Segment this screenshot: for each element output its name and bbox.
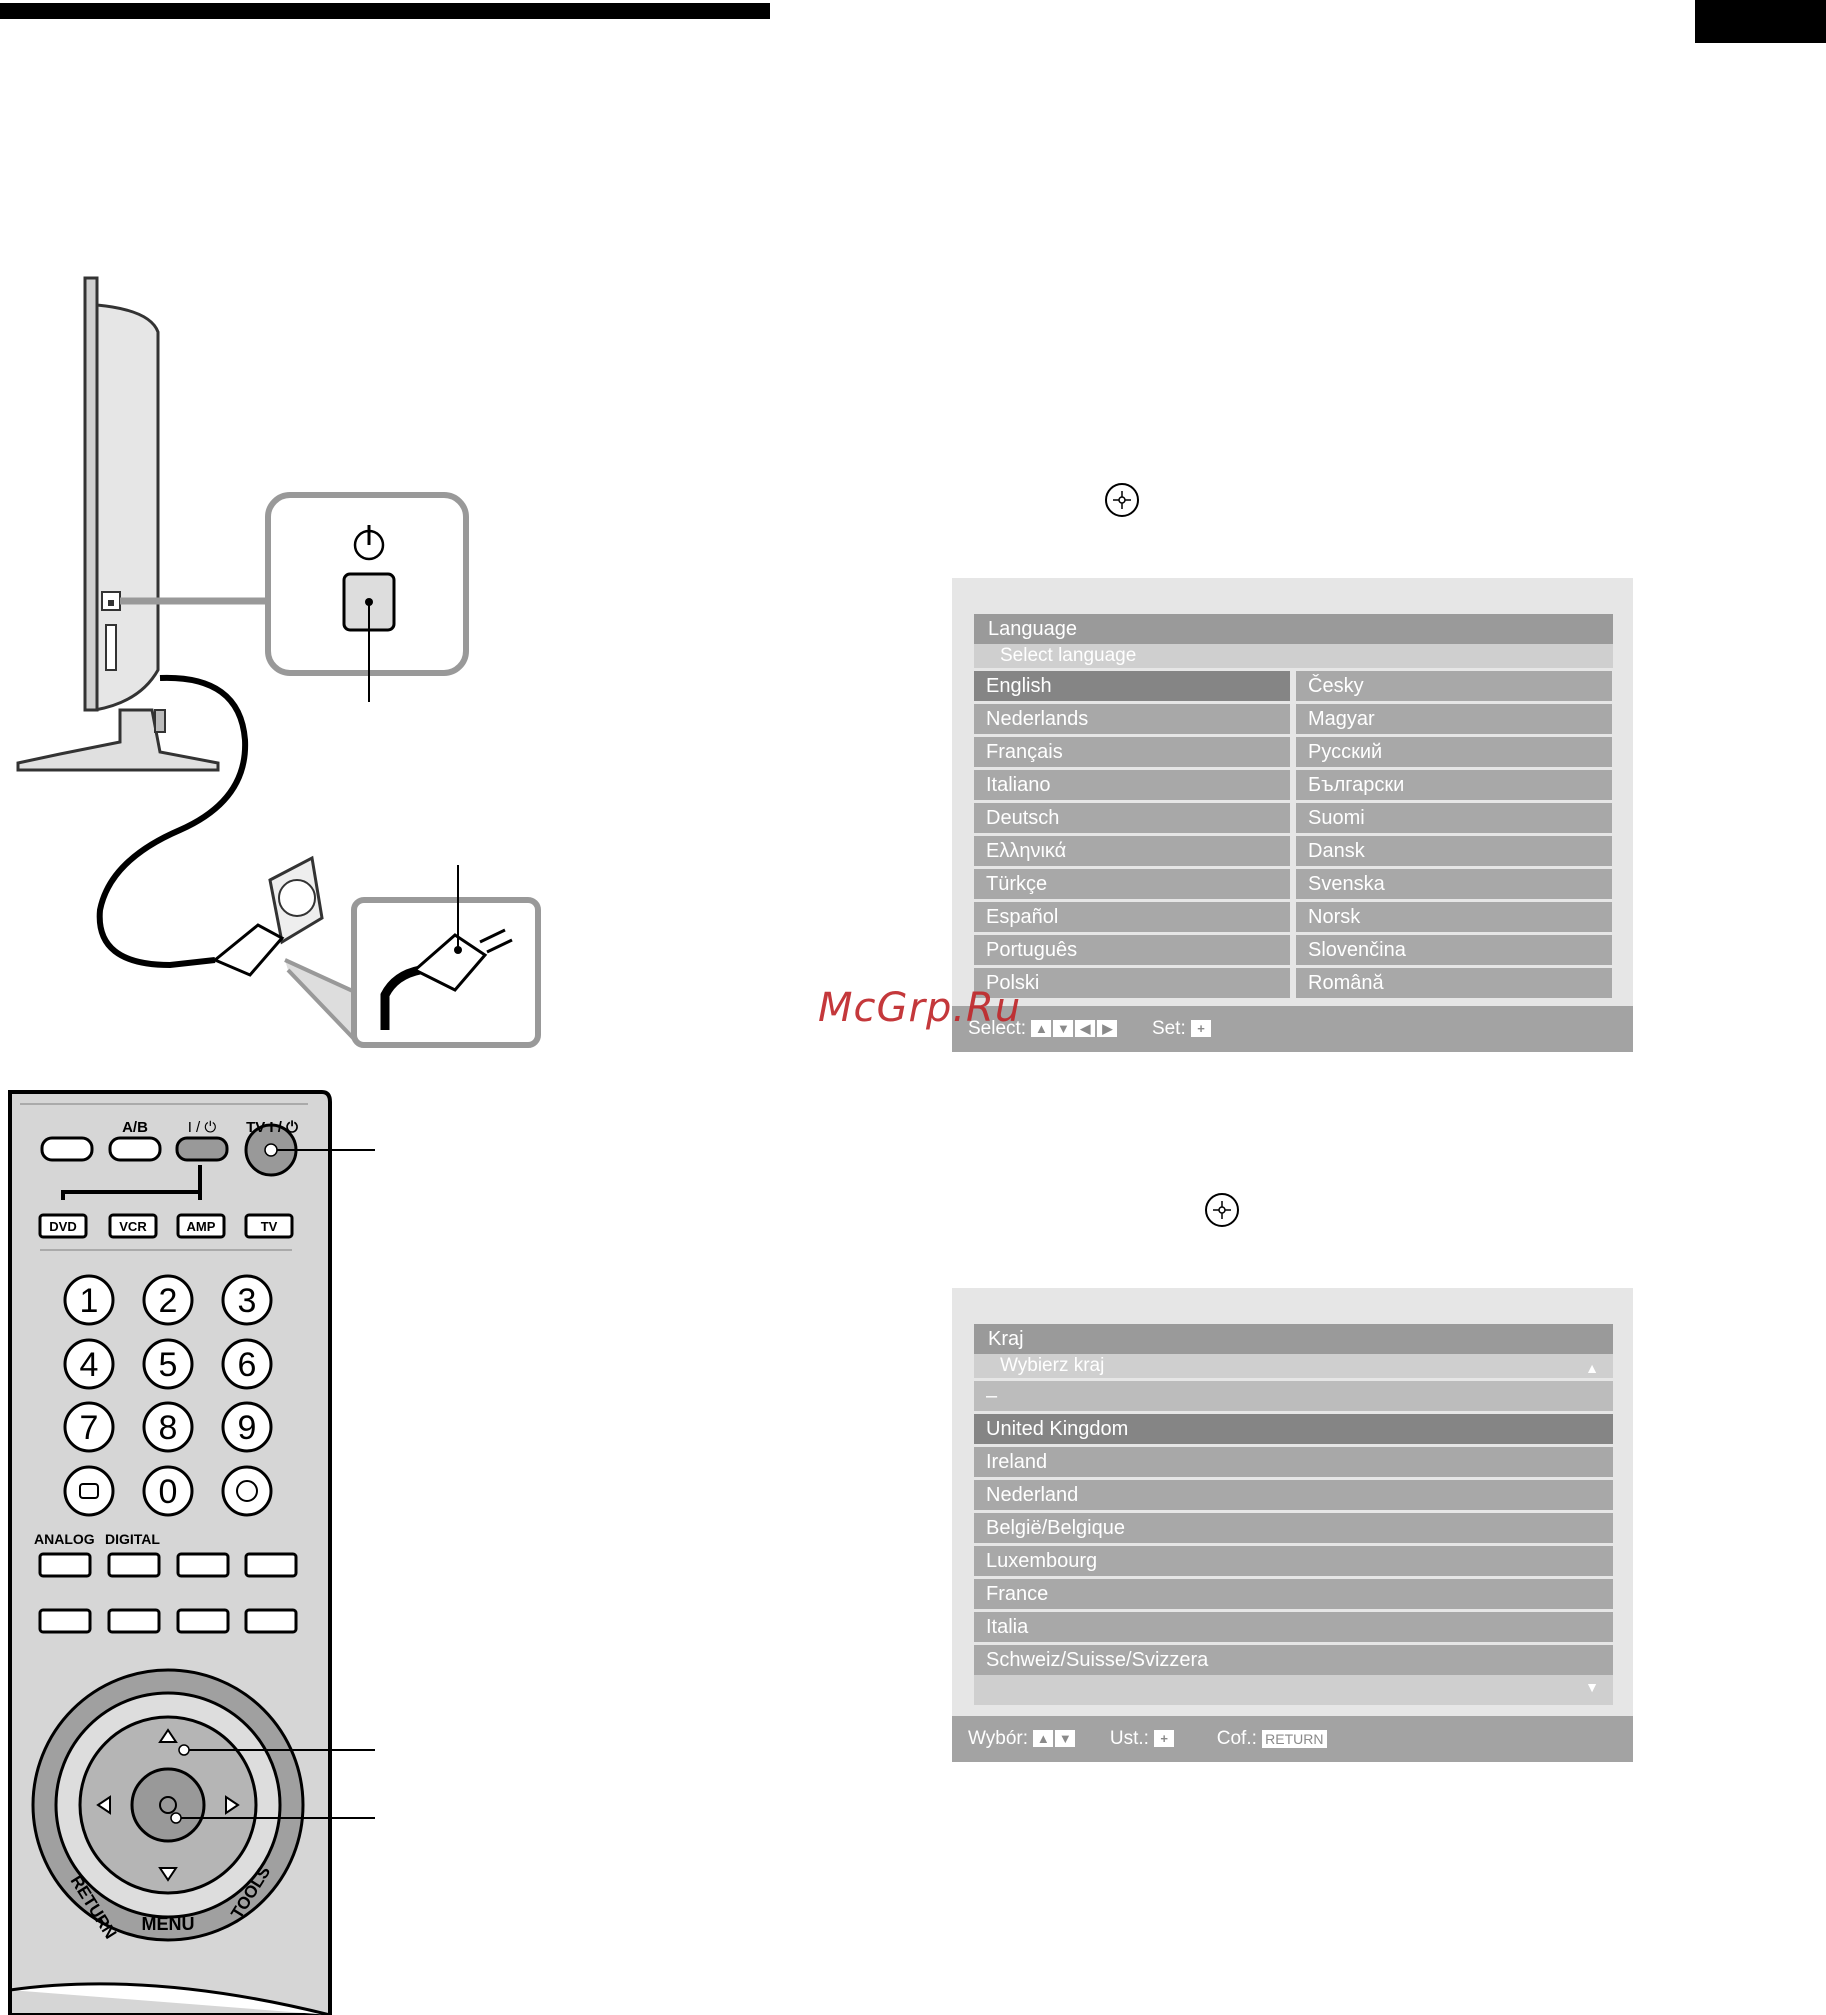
language-option[interactable]: Magyar — [1296, 704, 1612, 734]
country-option[interactable]: – — [974, 1381, 1613, 1411]
ab-label: A/B — [122, 1119, 148, 1136]
language-option[interactable]: Български — [1296, 770, 1612, 800]
key-8: 8 — [159, 1409, 178, 1447]
key-6: 6 — [238, 1346, 257, 1384]
language-title: Language — [974, 614, 1613, 644]
country-option[interactable]: Nederland — [974, 1480, 1613, 1510]
language-option[interactable]: Türkçe — [974, 869, 1290, 899]
back-hint-label: Cof.: — [1216, 1728, 1257, 1749]
amp-label: AMP — [187, 1219, 216, 1234]
country-option[interactable]: Schweiz/Suisse/Svizzera — [974, 1645, 1613, 1675]
language-option[interactable]: Deutsch — [974, 803, 1290, 833]
select-hint-label: Select: — [968, 1018, 1027, 1039]
language-option[interactable]: Svenska — [1296, 869, 1612, 899]
tv-power-label: TV I / ⏻ — [246, 1119, 298, 1136]
language-option[interactable]: Español — [974, 902, 1290, 932]
arrow-up-icon: ▲ — [1033, 1730, 1054, 1748]
enter-button-icon — [1105, 483, 1139, 517]
language-option[interactable]: Norsk — [1296, 902, 1612, 932]
key-5: 5 — [159, 1346, 178, 1384]
arrow-up-icon: ▲ — [1031, 1020, 1052, 1038]
language-option[interactable]: Polski — [974, 968, 1290, 998]
country-option[interactable]: France — [974, 1579, 1613, 1609]
watermark: McGrp.Ru — [818, 985, 1022, 1031]
enter-key-icon: + — [1154, 1730, 1175, 1748]
menu-label: MENU — [142, 1914, 195, 1934]
arrow-left-icon: ◀ — [1075, 1020, 1096, 1038]
language-footer: Select: ▲▼◀▶ Set: + — [952, 1006, 1633, 1052]
section-tab — [1695, 0, 1826, 43]
arrow-down-icon: ▼ — [1055, 1730, 1076, 1748]
language-subtitle: Select language — [974, 644, 1613, 668]
power-label: I / ⏻ — [188, 1119, 217, 1136]
language-option[interactable]: Italiano — [974, 770, 1290, 800]
country-footer: Wybór: ▲▼ Ust.: + Cof.: RETURN — [952, 1716, 1633, 1762]
remote-control-illustration: A/B I / ⏻ TV I / ⏻ DVD VCR AMP TV 1 2 3 … — [8, 1090, 375, 2015]
language-option[interactable]: English — [974, 671, 1290, 701]
enter-key-icon: + — [1191, 1020, 1212, 1038]
scroll-up-icon[interactable]: ▲ — [1585, 1360, 1599, 1376]
digital-label: DIGITAL — [105, 1531, 160, 1547]
language-option[interactable]: Română — [1296, 968, 1612, 998]
dvd-label: DVD — [49, 1219, 76, 1234]
country-subtitle-row: Wybierz kraj ▲ — [974, 1354, 1613, 1378]
language-option[interactable]: Dansk — [1296, 836, 1612, 866]
enter-button-icon — [1205, 1193, 1239, 1227]
country-option[interactable]: United Kingdom — [974, 1414, 1613, 1444]
key-0: 0 — [159, 1473, 178, 1511]
language-option[interactable]: Nederlands — [974, 704, 1290, 734]
language-option[interactable]: Русский — [1296, 737, 1612, 767]
country-option[interactable]: België/Belgique — [974, 1513, 1613, 1543]
return-key-label: RETURN — [1262, 1729, 1327, 1748]
country-option[interactable]: Luxembourg — [974, 1546, 1613, 1576]
key-3: 3 — [238, 1282, 257, 1320]
country-option[interactable]: Italia — [974, 1612, 1613, 1642]
language-option[interactable]: Suomi — [1296, 803, 1612, 833]
header-rule — [0, 3, 770, 19]
language-list: English Česky Nederlands Magyar Français… — [974, 671, 1613, 998]
key-4: 4 — [80, 1346, 99, 1384]
key-1: 1 — [80, 1282, 99, 1320]
set-hint-label: Ust.: — [1109, 1728, 1149, 1749]
key-7: 7 — [80, 1409, 99, 1447]
language-option[interactable]: Slovenčina — [1296, 935, 1612, 965]
vcr-label: VCR — [119, 1219, 147, 1234]
select-hint-label: Wybór: — [968, 1728, 1029, 1749]
key-9: 9 — [238, 1409, 257, 1447]
language-option[interactable]: Česky — [1296, 671, 1612, 701]
language-option[interactable]: Ελληνικά — [974, 836, 1290, 866]
scroll-down-icon[interactable]: ▼ — [1585, 1679, 1599, 1695]
country-option[interactable]: Ireland — [974, 1447, 1613, 1477]
language-option[interactable]: Français — [974, 737, 1290, 767]
country-list-end: ▼ — [974, 1675, 1613, 1705]
language-osd-screen: Language Select language English Česky N… — [952, 578, 1633, 1052]
analog-label: ANALOG — [34, 1531, 95, 1547]
country-subtitle: Wybierz kraj — [1000, 1355, 1105, 1376]
arrow-down-icon: ▼ — [1053, 1020, 1074, 1038]
key-2: 2 — [159, 1282, 178, 1320]
country-title: Kraj — [974, 1324, 1613, 1354]
set-hint-label: Set: — [1151, 1018, 1186, 1039]
tv-label: TV — [261, 1219, 278, 1234]
language-option[interactable]: Português — [974, 935, 1290, 965]
country-osd-screen: Kraj Wybierz kraj ▲ – United Kingdom Ire… — [952, 1288, 1633, 1762]
tv-connection-illustration — [16, 276, 541, 1048]
arrow-right-icon: ▶ — [1097, 1020, 1118, 1038]
